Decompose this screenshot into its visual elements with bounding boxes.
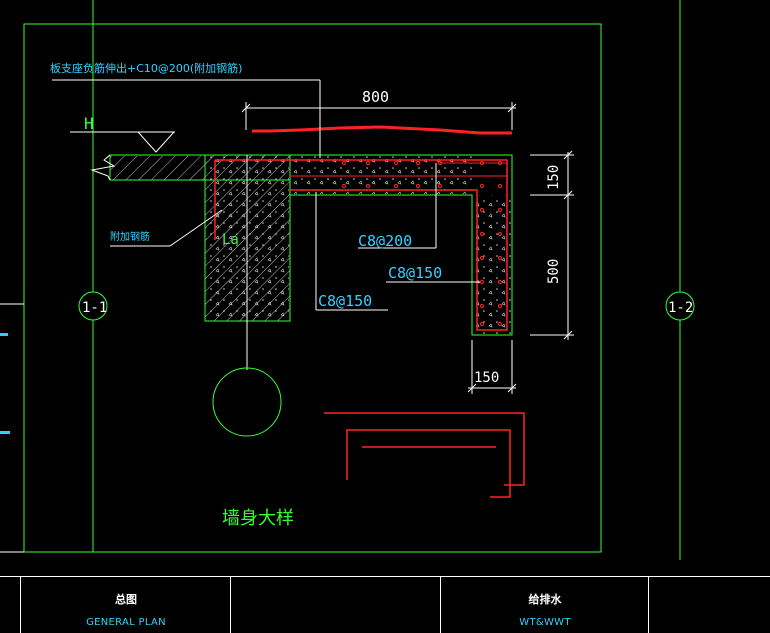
title-block: 总图 GENERAL PLAN 给排水 WT&WWT <box>0 576 770 633</box>
callout-top: 板支座负筋伸出+C10@200(附加钢筋) <box>50 61 242 75</box>
dim-right-tick-2 <box>563 190 573 200</box>
dim-right-tick-1 <box>563 150 573 160</box>
dim-right-1: 150 <box>546 165 562 190</box>
axis-bubble-right <box>665 291 695 321</box>
section-circle <box>212 367 282 437</box>
detail-frame <box>23 23 602 553</box>
level-triangle <box>136 131 176 153</box>
rebar-dots <box>341 160 503 327</box>
rebar-3: C8@150 <box>318 292 372 310</box>
slab-hatch <box>110 156 205 180</box>
level-mark: H <box>84 114 94 133</box>
title-cell-empty-3 <box>648 577 770 633</box>
title-cell-general-plan[interactable]: 总图 GENERAL PLAN <box>20 577 231 633</box>
dim-right-tick-3 <box>563 330 573 340</box>
dim-bottom: 150 <box>474 370 499 386</box>
title-cell-empty-2 <box>230 577 441 633</box>
rebar-1: C8@200 <box>358 232 412 250</box>
left-edge-mark-1 <box>0 333 8 336</box>
break-line <box>90 154 116 181</box>
axis-bubble-left <box>78 291 108 321</box>
dim-bottom-tick-left <box>467 383 477 393</box>
rebar-main-loop <box>215 159 508 331</box>
left-edge-mark-2 <box>0 431 10 434</box>
rebar-2: C8@150 <box>388 264 442 282</box>
wt-wwt-cn: 给排水 <box>528 593 562 606</box>
label-added-rebar: 附加钢筋 <box>110 230 150 243</box>
slab-hatch-top <box>290 156 472 194</box>
dim-top-tick-right <box>507 103 517 113</box>
general-plan-cn: 总图 <box>115 593 137 606</box>
title-cell-wt-wwt[interactable]: 给排水 WT&WWT <box>440 577 649 633</box>
top-overcut-line <box>252 125 512 135</box>
rebar-shape-2 <box>346 429 511 498</box>
label-la: La <box>222 232 239 248</box>
dim-bottom-tick-right <box>507 383 517 393</box>
dim-top-tick-left <box>241 103 251 113</box>
detail-title: 墙身大样 <box>222 508 294 529</box>
axis-right: 1-2 <box>668 300 693 316</box>
general-plan-en: GENERAL PLAN <box>86 617 166 628</box>
leader-added-diag <box>169 209 223 247</box>
axis-left: 1-1 <box>82 300 107 316</box>
dim-right-2: 500 <box>546 259 562 284</box>
dim-top: 800 <box>362 88 389 106</box>
beam-speck <box>473 195 511 334</box>
wt-wwt-en: WT&WWT <box>519 617 571 628</box>
rebar-shape-1 <box>324 412 525 486</box>
